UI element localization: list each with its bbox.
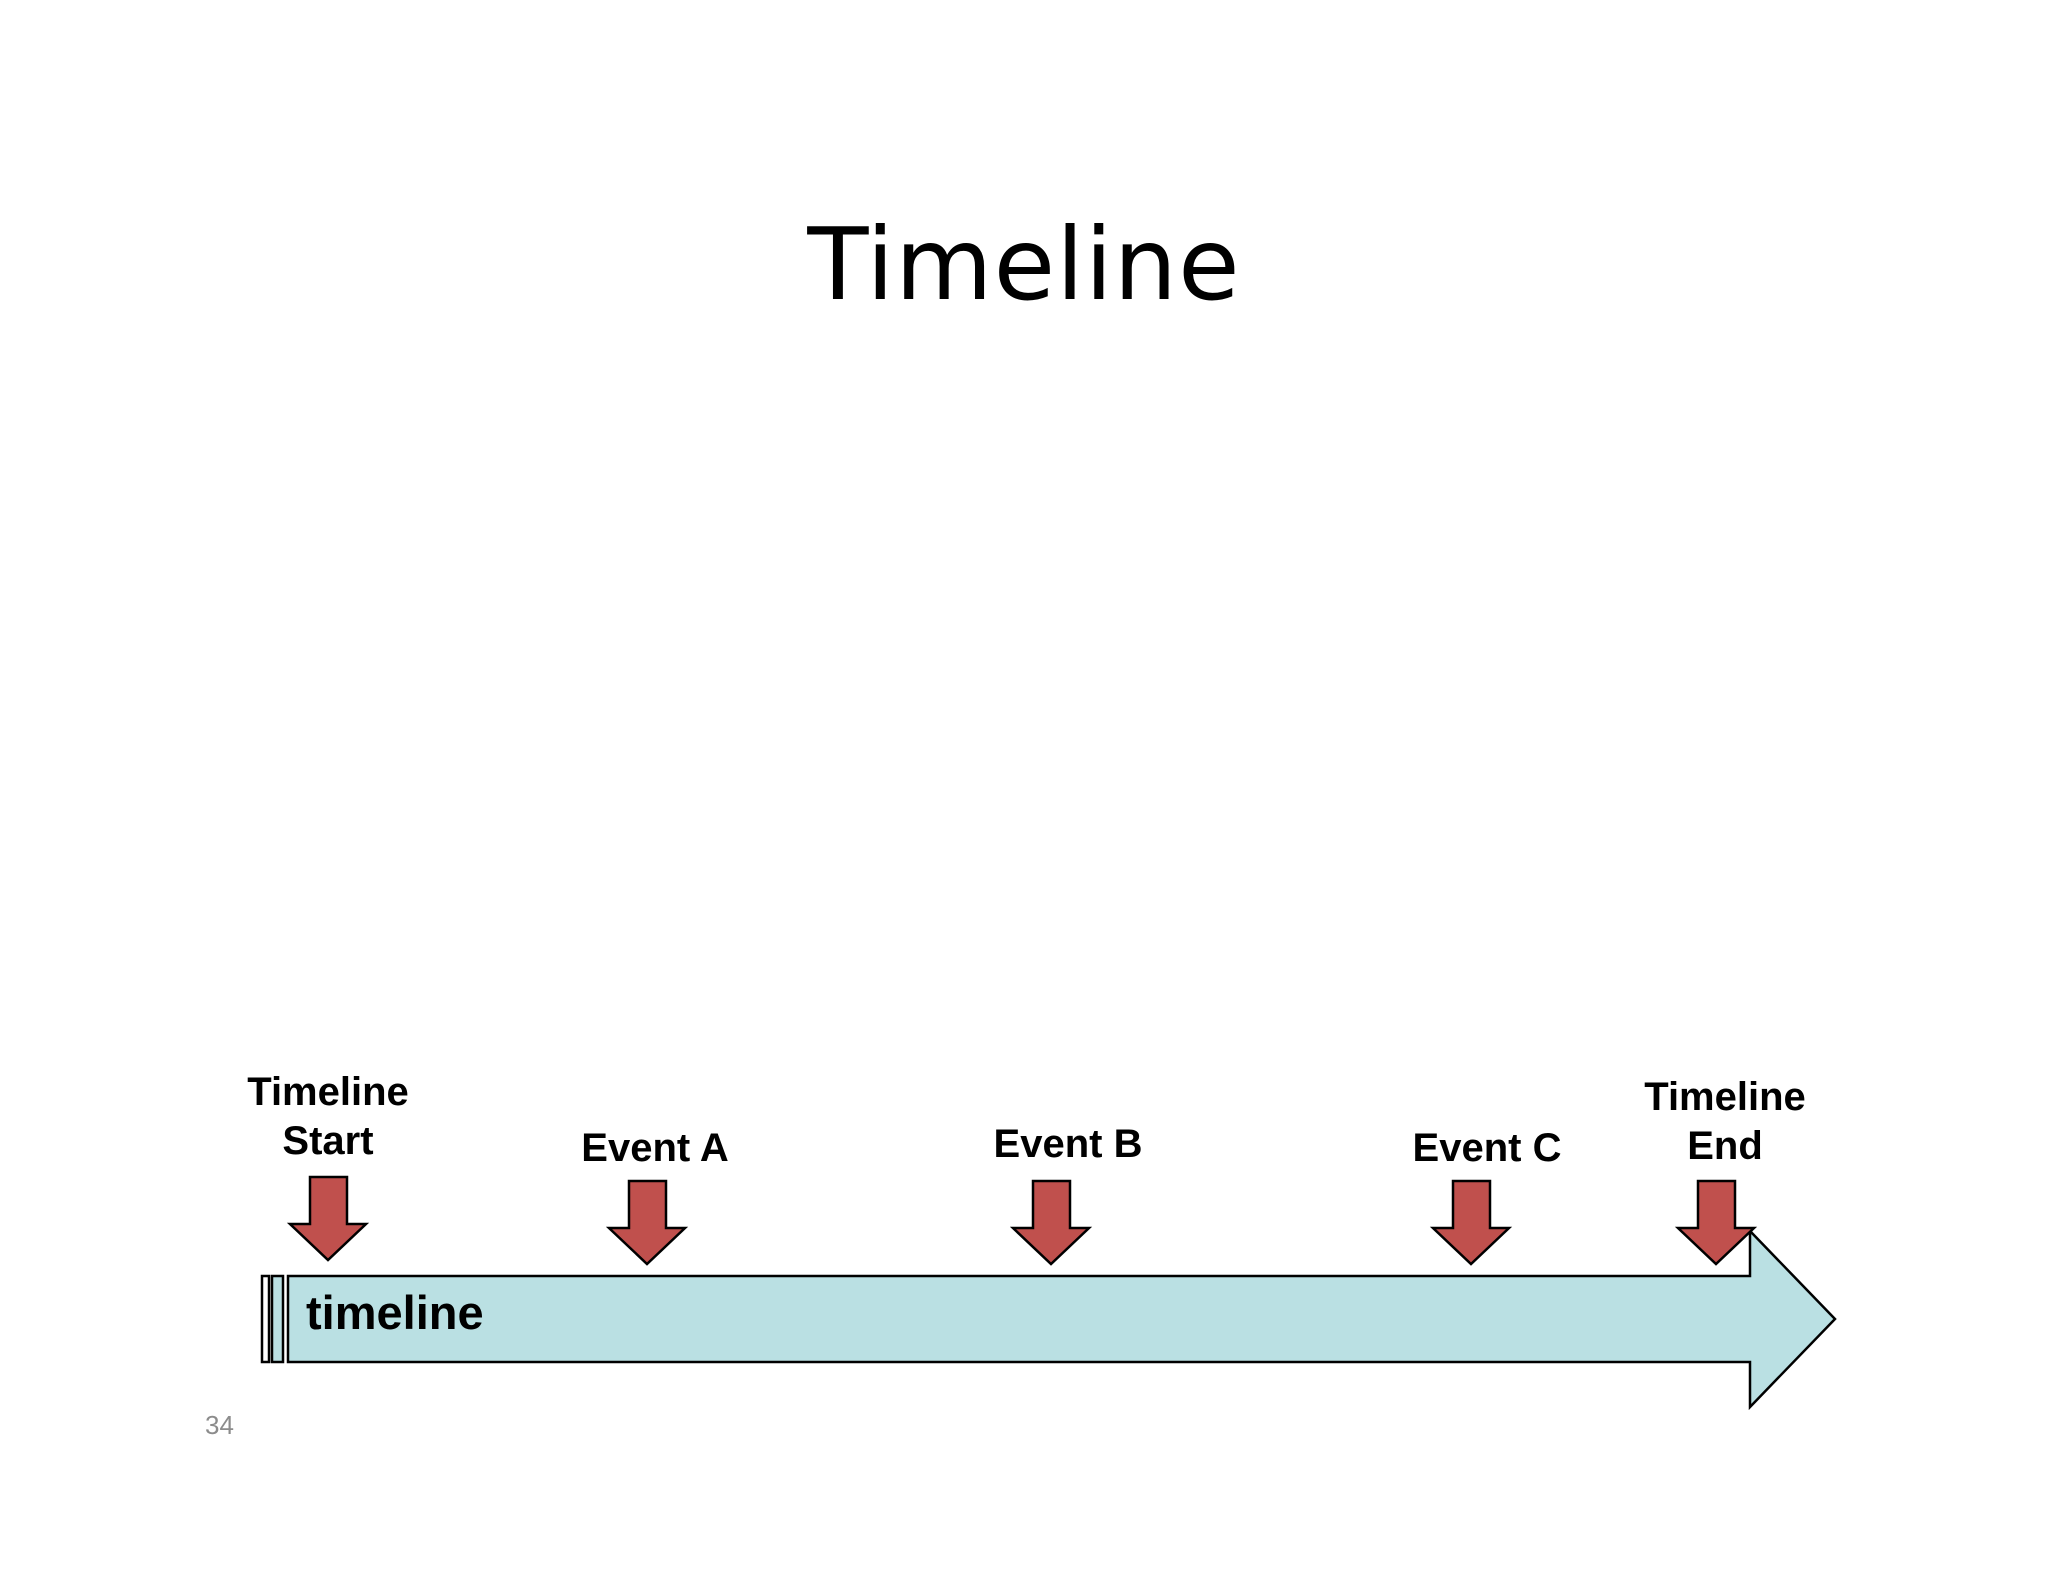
event-a-marker-arrow bbox=[605, 1179, 689, 1266]
timeline-start-cap-outer bbox=[260, 1274, 271, 1364]
timeline-start-label: Timeline Start bbox=[247, 1070, 409, 1163]
event-c-marker-arrow bbox=[1429, 1179, 1513, 1266]
timeline-end-marker-arrow bbox=[1674, 1179, 1758, 1266]
event-b-label: Event B bbox=[993, 1122, 1143, 1166]
timeline-start-marker-arrow bbox=[286, 1175, 370, 1262]
event-c-label: Event C bbox=[1412, 1126, 1562, 1170]
timeline-arrow-bar bbox=[286, 1227, 1837, 1411]
timeline-bar-label: timeline bbox=[306, 1286, 484, 1339]
event-markers bbox=[286, 1175, 1758, 1266]
event-a-label: Event A bbox=[581, 1126, 729, 1170]
event-b-marker-arrow bbox=[1009, 1179, 1093, 1266]
slide-title: Timeline bbox=[807, 206, 1241, 323]
timeline-start-cap-inner bbox=[270, 1274, 285, 1364]
timeline-end-label: Timeline End bbox=[1644, 1075, 1806, 1168]
page-number: 34 bbox=[205, 1410, 234, 1440]
